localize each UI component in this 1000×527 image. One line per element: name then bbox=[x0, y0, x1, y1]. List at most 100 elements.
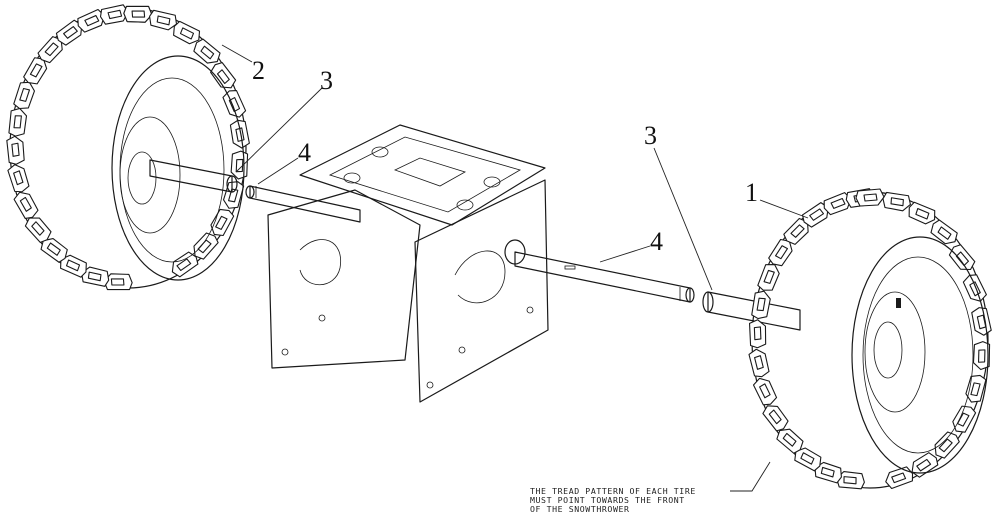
tread-lug bbox=[40, 238, 68, 263]
tread-lug bbox=[908, 201, 936, 225]
tread-lug bbox=[210, 208, 235, 237]
right-axle-end bbox=[685, 287, 695, 303]
right-tire-treads bbox=[748, 188, 992, 490]
housing-right-plate bbox=[414, 179, 549, 403]
note-line-1: THE TREAD PATTERN OF EACH TIRE bbox=[530, 486, 696, 496]
tread-lug bbox=[971, 307, 992, 336]
tread-lug bbox=[882, 191, 911, 212]
leader-lines bbox=[221, 44, 809, 492]
left-rim-outer bbox=[111, 55, 245, 281]
tread-lug bbox=[757, 264, 780, 291]
tread-lug bbox=[222, 181, 245, 209]
tread-lug bbox=[81, 266, 110, 287]
right-axle-shaft bbox=[514, 251, 691, 303]
left-sleeve bbox=[149, 159, 233, 193]
tread-lug bbox=[776, 428, 804, 454]
tread-lug bbox=[60, 254, 87, 278]
housing-hole-2 bbox=[318, 314, 326, 322]
tread-lug bbox=[948, 244, 976, 271]
tread-lug bbox=[814, 461, 842, 484]
tread-lug bbox=[229, 119, 250, 149]
tread-lug bbox=[7, 164, 30, 193]
callout-1: 1 bbox=[745, 178, 758, 207]
tread-lug bbox=[99, 4, 129, 25]
tread-lug bbox=[762, 405, 789, 432]
tread-lug bbox=[8, 107, 28, 137]
left-sleeve-end bbox=[226, 175, 238, 193]
tread-lug bbox=[77, 8, 105, 33]
housing-bolt-3 bbox=[343, 172, 361, 184]
tread-lug bbox=[794, 447, 822, 472]
housing-hole-5 bbox=[526, 306, 534, 314]
right-sleeve-end bbox=[702, 291, 714, 313]
tread-lug bbox=[13, 191, 39, 219]
tread-lug bbox=[751, 290, 771, 320]
housing-bolt-1 bbox=[371, 146, 389, 158]
right-hub bbox=[873, 321, 903, 379]
left-hub bbox=[127, 151, 157, 205]
left-axle bbox=[245, 185, 361, 223]
right-axle-keyway bbox=[564, 265, 576, 270]
tread-lug bbox=[836, 470, 865, 490]
left-wheel bbox=[6, 4, 250, 291]
tread-lug bbox=[123, 5, 153, 23]
right-hub-ring bbox=[864, 291, 926, 413]
tread-lug bbox=[768, 238, 793, 267]
tread-lug bbox=[748, 319, 767, 349]
tread-lug bbox=[801, 202, 829, 228]
right-valve-stem bbox=[896, 298, 901, 308]
tread-lug bbox=[823, 192, 852, 216]
leader-4-right bbox=[599, 245, 651, 263]
housing-top-slot bbox=[393, 157, 467, 187]
housing-right-cutout bbox=[454, 250, 506, 304]
note-line-3: OF THE SNOWTHROWER bbox=[530, 504, 630, 514]
tread-lug bbox=[972, 341, 991, 371]
tread-lug bbox=[6, 135, 25, 165]
leader-1 bbox=[759, 199, 809, 219]
housing-bolt-2 bbox=[483, 176, 501, 188]
left-tire-treads bbox=[6, 4, 250, 291]
housing-hole-4 bbox=[458, 346, 466, 354]
leader-3-right bbox=[653, 147, 713, 291]
tread-lug bbox=[748, 348, 770, 378]
callout-4-left: 4 bbox=[298, 138, 311, 167]
tread-lug bbox=[103, 273, 133, 291]
tread-lug bbox=[930, 219, 958, 245]
tread-lug bbox=[885, 466, 914, 490]
housing-hole-1 bbox=[281, 348, 289, 356]
tread-lug bbox=[911, 452, 939, 478]
housing-left-cutout bbox=[299, 239, 342, 286]
leader-note bbox=[730, 461, 771, 492]
left-hub-ring bbox=[119, 116, 181, 234]
callout-2: 2 bbox=[252, 56, 265, 85]
tread-lug bbox=[210, 62, 237, 89]
right-axle bbox=[514, 251, 695, 303]
housing-top-plate bbox=[299, 124, 546, 226]
tread-lug bbox=[23, 57, 48, 85]
tread-lug bbox=[752, 377, 778, 406]
housing-bolt-4 bbox=[456, 199, 474, 211]
tread-lug bbox=[934, 431, 960, 459]
tread-direction-note: THE TREAD PATTERN OF EACH TIRE MUST POIN… bbox=[530, 487, 696, 514]
right-rim-inner bbox=[862, 256, 974, 454]
tread-lug bbox=[24, 217, 52, 243]
tread-lug bbox=[193, 38, 221, 64]
tread-lug bbox=[55, 19, 83, 46]
tread-lug bbox=[149, 9, 178, 31]
leader-4-left bbox=[257, 157, 299, 185]
tread-lug bbox=[962, 274, 987, 302]
left-axle-end bbox=[245, 185, 255, 199]
tread-lug bbox=[783, 217, 809, 245]
tread-lug bbox=[855, 188, 885, 207]
tread-lug bbox=[13, 81, 36, 110]
housing-left-plate bbox=[267, 189, 421, 369]
right-wheel bbox=[702, 188, 992, 490]
leader-2 bbox=[221, 44, 253, 63]
housing-hole-3 bbox=[426, 381, 434, 389]
tread-lug bbox=[37, 36, 63, 64]
tread-lug bbox=[173, 20, 201, 45]
note-line-2: MUST POINT TOWARDS THE FRONT bbox=[530, 495, 685, 505]
right-rim-outer bbox=[851, 236, 989, 474]
